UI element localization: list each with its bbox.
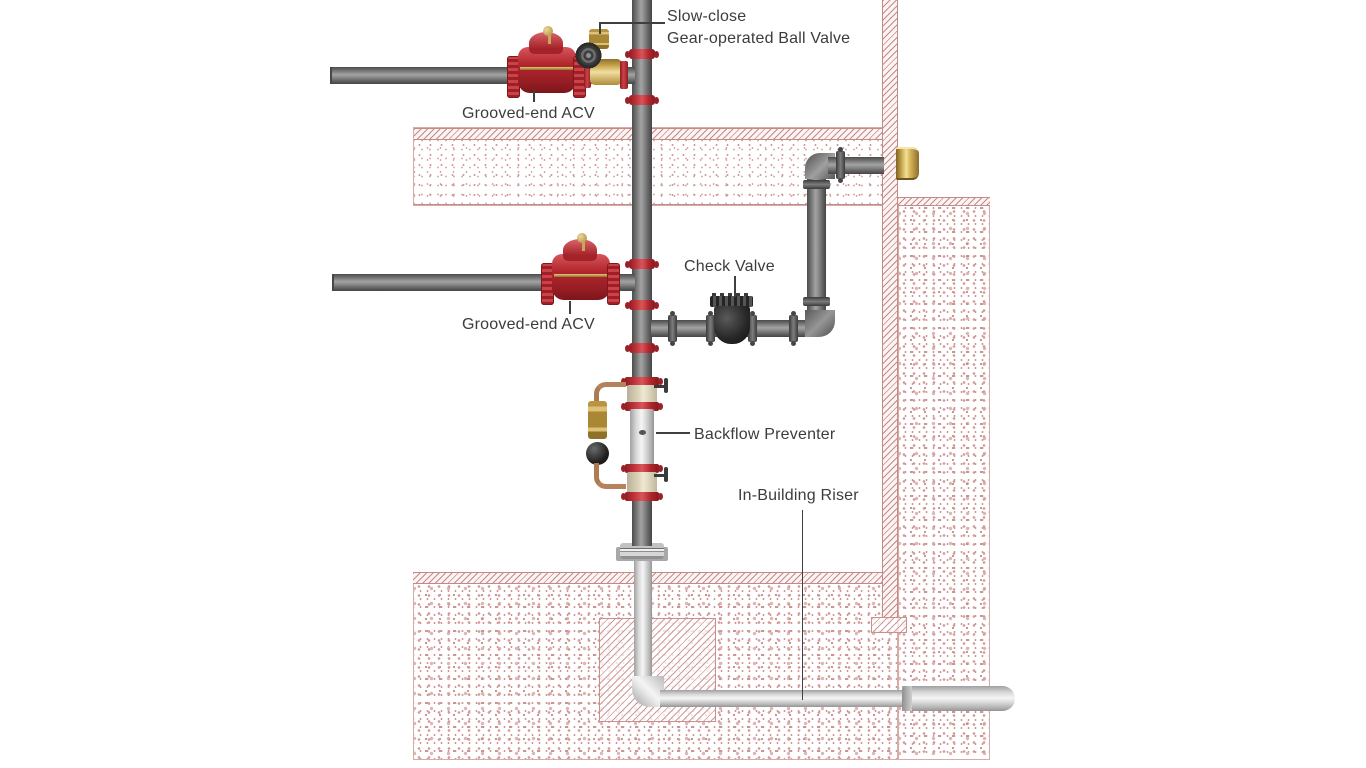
label-in-building-riser: In-Building Riser (738, 487, 859, 504)
bypass-copper-tube-top (594, 382, 626, 404)
bfp-label-dot (639, 430, 646, 435)
check-valve-body (714, 306, 750, 344)
bfp-center-body (630, 409, 654, 466)
leader-backflow (656, 432, 690, 434)
bypass-brass-valve (588, 401, 607, 439)
label-backflow-preventer: Backflow Preventer (694, 426, 836, 443)
bfp-test-handle (654, 385, 666, 388)
ground-soil-right (898, 197, 990, 760)
building-wall (882, 0, 898, 618)
bfp-flange-ring (621, 377, 663, 386)
grooved-coupling (625, 95, 659, 105)
acv-valve-body (518, 47, 576, 93)
acv-pilot-tubing (554, 274, 610, 277)
leader-ball-valve-h (599, 22, 665, 24)
ground-right-hatch-band (898, 197, 990, 206)
riser-casing-sleeve (902, 686, 1015, 711)
label-ball-valve-line1: Slow-close (667, 8, 747, 25)
acv-pilot-tubing (520, 67, 576, 70)
label-ball-valve: Slow-close Gear-operated Ball Valve (667, 6, 850, 50)
acv-valve-body (552, 254, 610, 300)
acv-flange (541, 263, 554, 305)
acv-flange (607, 263, 620, 305)
ball-valve-ring (584, 62, 591, 88)
leader-acv-top (533, 89, 535, 102)
pipe-flange (748, 311, 757, 346)
riser-elbow (632, 676, 664, 707)
grooved-coupling (625, 259, 659, 269)
acv-assembly-top (507, 26, 587, 100)
check-valve-bolts (712, 293, 751, 298)
check-valve-top-plate (710, 296, 753, 307)
acv-bonnet-dome (563, 239, 597, 261)
bfp-test-handle-bar (664, 378, 668, 393)
label-check-valve: Check Valve (684, 258, 775, 275)
bfp-flange-ring (621, 402, 663, 411)
supply-elbow-bottom (805, 310, 835, 337)
acv-bonnet-dome (529, 32, 563, 54)
acv-pilot-stem (582, 242, 585, 251)
riser-vertical-pipe (634, 551, 652, 683)
leader-ball-valve-v (599, 22, 601, 34)
bfp-check-module (627, 472, 657, 494)
casing-coupling (902, 686, 912, 711)
grooved-coupling (625, 300, 659, 310)
wall-footing (871, 617, 907, 633)
riser-flange-joint (620, 543, 664, 559)
wall-penetration-brass-fitting (896, 147, 919, 180)
leader-riser (802, 510, 804, 700)
label-acv-top: Grooved-end ACV (462, 105, 595, 122)
acv-flange (507, 56, 520, 98)
bfp-flange-ring (621, 492, 663, 501)
bypass-ball (586, 442, 609, 465)
acv-pilot-valve (543, 26, 553, 36)
pipe-coupling (803, 180, 830, 189)
pipe-coupling (803, 297, 830, 306)
supply-vertical-pipe (807, 168, 826, 320)
pipe-flange (789, 311, 798, 346)
ball-valve-ring (620, 61, 628, 89)
pipe-coupling (836, 147, 845, 183)
bfp-test-handle-bar (664, 467, 668, 482)
pipe-flange (668, 311, 677, 346)
leader-acv-middle (569, 301, 571, 314)
label-ball-valve-line2: Gear-operated Ball Valve (667, 30, 851, 47)
gear-handwheel (575, 42, 602, 69)
backflow-preventer-assembly (575, 370, 685, 510)
acv-pilot-stem (548, 35, 551, 44)
pipe-flange (706, 311, 715, 346)
leader-check-valve (734, 276, 736, 297)
label-acv-middle: Grooved-end ACV (462, 316, 595, 333)
grooved-coupling (625, 343, 659, 353)
acv-pilot-valve (577, 233, 587, 243)
acv-assembly-middle (541, 233, 621, 307)
bypass-copper-tube-bottom (594, 463, 626, 489)
bfp-test-handle (654, 474, 666, 477)
riser-horizontal-pipe (660, 690, 906, 707)
grooved-coupling (625, 49, 659, 59)
bfp-check-module (627, 385, 657, 404)
